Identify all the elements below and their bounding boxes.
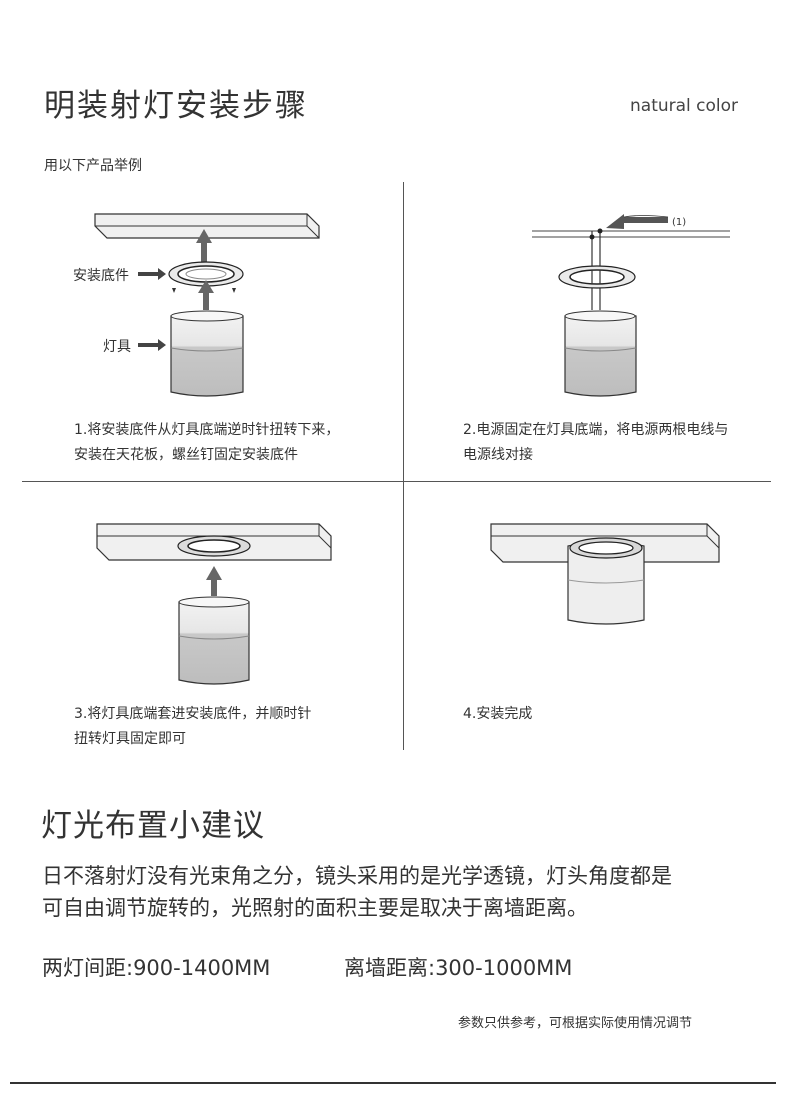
step2-diagram — [532, 214, 730, 397]
step-1-text: 1.将安装底件从灯具底端逆时针扭转下来， 安装在天花板，螺丝钉固定安装底件 — [74, 422, 340, 463]
page-title: 明装射灯安装步骤 — [44, 88, 308, 124]
grid-divider-horizontal — [22, 481, 771, 482]
label-lamp: 灯具 — [103, 339, 131, 355]
arrow-right-icon — [138, 339, 166, 351]
arrow-right-icon — [138, 268, 166, 280]
bottom-divider — [10, 1082, 776, 1084]
tips-heading: 灯光布置小建议 — [41, 808, 265, 844]
step4-diagram — [490, 523, 720, 625]
grid-divider-vertical — [403, 182, 404, 750]
step-2-text: 2.电源固定在灯具底端，将电源两根电线与 电源线对接 — [463, 422, 729, 463]
step3-diagram — [96, 523, 332, 685]
wire-marker-label: (1) — [672, 217, 686, 228]
spec-wall-distance: 离墙距离:300-1000MM — [344, 956, 573, 980]
arrow-up-icon — [198, 280, 214, 310]
screw-icon — [172, 288, 176, 293]
arrow-up-icon — [196, 229, 212, 262]
label-mounting-base: 安装底件 — [73, 268, 129, 284]
disclaimer-note: 参数只供参考，可根据实际使用情况调节 — [458, 1016, 693, 1031]
lamp-body — [564, 310, 637, 397]
installation-diagrams: (1) — [94, 213, 730, 685]
step1-diagram — [94, 213, 320, 397]
arrow-up-icon — [206, 566, 222, 596]
tips-paragraph: 日不落射灯没有光束角之分，镜头采用的是光学透镜，灯头角度都是 可自由调节旋转的，… — [42, 864, 672, 920]
step-4-text: 4.安装完成 — [463, 706, 533, 722]
pointer-arrow-icon — [606, 214, 668, 229]
lamp-body — [178, 596, 250, 685]
brand-name: natural color — [630, 96, 739, 116]
spec-lamp-spacing: 两灯间距:900-1400MM — [42, 956, 271, 980]
lamp-body — [170, 310, 244, 397]
installed-lamp-body — [567, 537, 645, 625]
example-caption: 用以下产品举例 — [44, 158, 142, 174]
screw-icon — [232, 288, 236, 293]
step-3-text: 3.将灯具底端套进安装底件，并顺时针 扭转灯具固定即可 — [74, 706, 312, 747]
